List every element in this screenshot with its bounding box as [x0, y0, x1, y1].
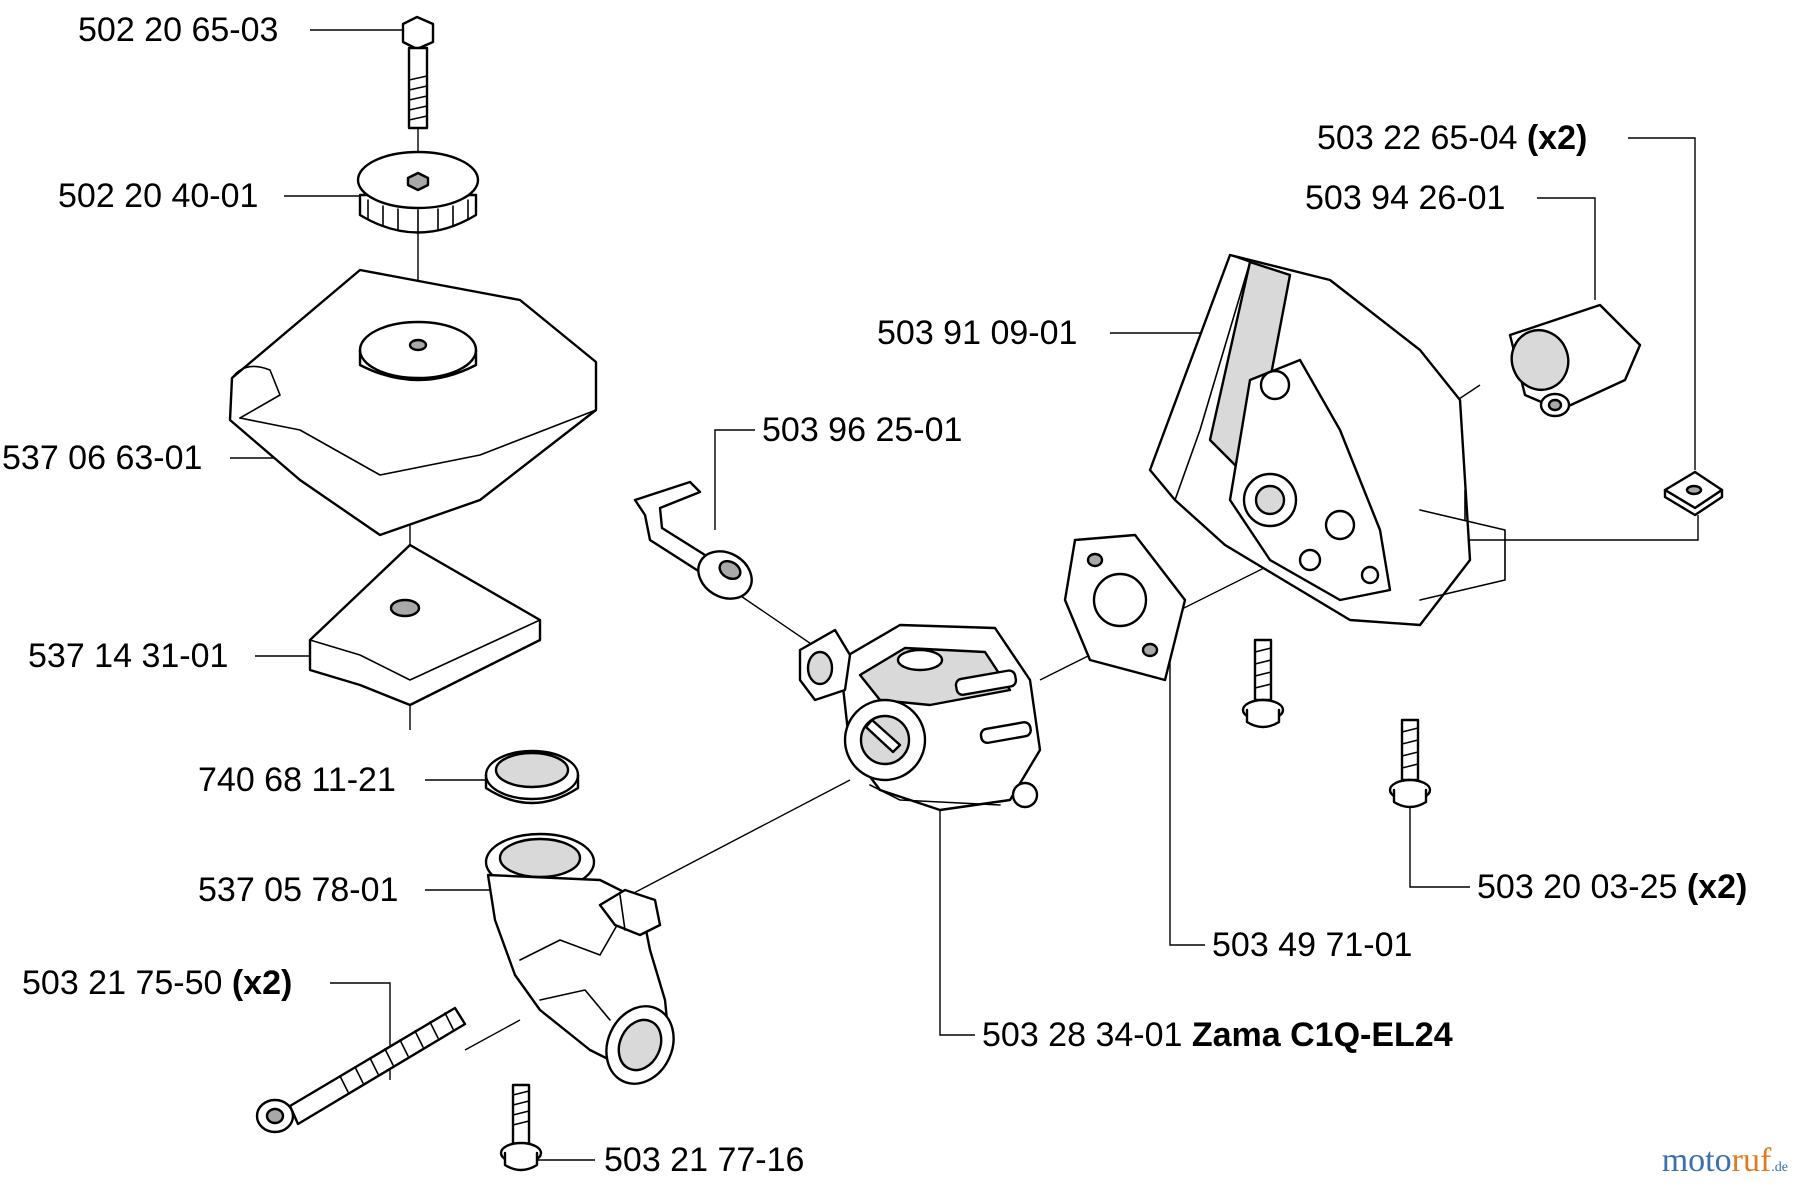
part-number: 503 49 71-01: [1212, 926, 1413, 964]
bolt-top-part: [401, 15, 435, 130]
long-bolt-part: [255, 1006, 467, 1134]
gasket-part: [1063, 533, 1187, 682]
label-long-bolt: 503 21 75-50 (x2): [22, 966, 292, 1000]
label-air-filter: 537 14 31-01: [28, 639, 228, 673]
part-quantity: (x2): [231, 964, 293, 1002]
label-sleeve: 503 94 26-01: [1305, 181, 1505, 215]
part-number: 537 06 63-01: [2, 439, 203, 477]
label-heat-shield: 503 91 09-01: [877, 316, 1077, 350]
part-number: 503 96 25-01: [762, 411, 963, 449]
knob-part: [356, 150, 480, 234]
screw-right-lower-part: [1388, 718, 1432, 809]
part-number: 537 14 31-01: [28, 637, 229, 675]
watermark-logo: motoruf.de: [1662, 1142, 1788, 1180]
square-nut-part: [1663, 470, 1724, 517]
small-screw-part: [499, 1083, 543, 1172]
label-square-nut: 503 22 65-04 (x2): [1317, 121, 1587, 155]
part-number: 502 20 40-01: [58, 177, 259, 215]
label-screws-right: 503 20 03-25 (x2): [1477, 870, 1747, 904]
part-number: 740 68 11-21: [198, 761, 396, 799]
label-knob: 502 20 40-01: [58, 179, 258, 213]
lever-part: [633, 480, 753, 600]
part-number: 537 05 78-01: [198, 871, 399, 909]
label-seal-ring: 740 68 11-21: [198, 763, 396, 797]
air-filter-part: [308, 543, 542, 707]
part-number: 503 22 65-04: [1317, 119, 1518, 157]
watermark-part1: moto: [1661, 1142, 1732, 1179]
intake-elbow-part: [484, 832, 675, 1085]
label-gasket: 503 49 71-01: [1212, 928, 1412, 962]
carburetor-model: Zama C1Q-EL24: [1191, 1016, 1453, 1054]
part-number: 503 94 26-01: [1305, 179, 1506, 217]
part-quantity: (x2): [1526, 119, 1588, 157]
watermark-part2: ruf: [1731, 1142, 1772, 1179]
label-small-screw: 503 21 77-16: [604, 1143, 804, 1177]
part-quantity: (x2): [1686, 868, 1748, 906]
heat-shield-part: [1148, 253, 1506, 627]
part-number: 503 21 77-16: [604, 1141, 805, 1179]
label-carburetor: 503 28 34-01 Zama C1Q-EL24: [982, 1018, 1453, 1052]
label-intake-elbow: 537 05 78-01: [198, 873, 398, 907]
label-lever: 503 96 25-01: [762, 413, 962, 447]
part-number: 502 20 65-03: [78, 11, 279, 49]
label-bolt-top: 502 20 65-03: [78, 13, 278, 47]
seal-ring-part: [484, 749, 580, 805]
part-number: 503 21 75-50: [22, 964, 223, 1002]
part-number: 503 20 03-25: [1477, 868, 1678, 906]
carburetor-part: [798, 623, 1042, 812]
air-filter-cover-part: [228, 268, 598, 537]
part-number: 503 91 09-01: [877, 314, 1078, 352]
screw-right-upper-part: [1241, 638, 1285, 729]
watermark-suffix: .de: [1771, 1160, 1788, 1175]
sleeve-part: [1508, 303, 1642, 418]
label-air-filter-cover: 537 06 63-01: [2, 441, 202, 475]
part-number: 503 28 34-01: [982, 1016, 1183, 1054]
